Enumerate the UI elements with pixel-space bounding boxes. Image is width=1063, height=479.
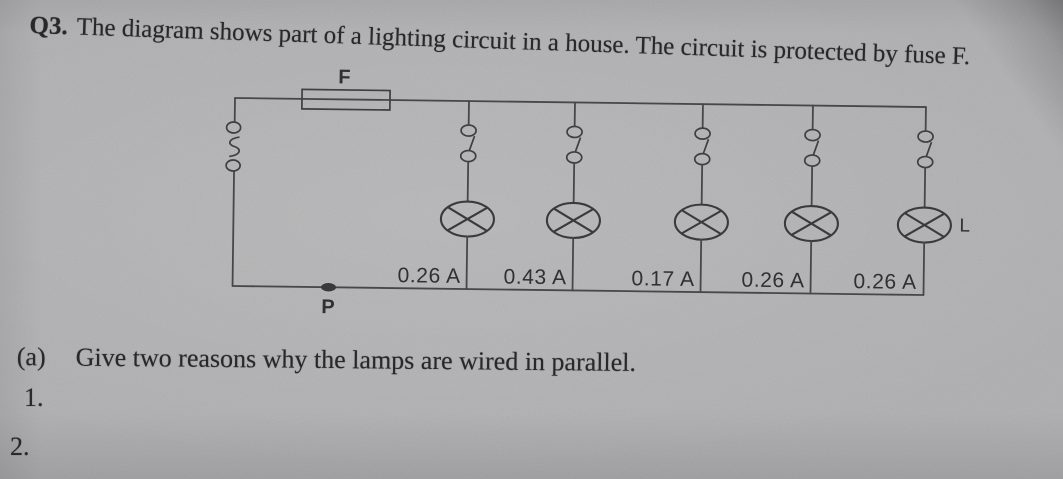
fuse-symbol: F: [301, 66, 391, 111]
switch-terminal: [566, 125, 583, 139]
switch-symbol: [565, 125, 583, 164]
left-wire: [231, 97, 236, 287]
lamp-l-label: L: [959, 215, 970, 236]
part-a-text: Give two reasons why the lamps are wired…: [75, 342, 637, 377]
point-p-label: P: [321, 296, 335, 318]
branch-wire: [809, 240, 813, 295]
switch-terminal: [917, 130, 934, 143]
fuse-rectangle: [301, 88, 391, 111]
top-wire: [234, 97, 927, 108]
lamp-symbol: [673, 203, 729, 241]
branch-wire: [571, 237, 575, 292]
lamp-branch: [896, 106, 952, 296]
switch-symbol: [916, 130, 934, 169]
switch-terminal: [804, 128, 821, 142]
supply-terminal-top: [225, 121, 242, 134]
switch-terminal: [694, 127, 711, 140]
switch-blade: [812, 140, 820, 156]
lamp-branch: [783, 104, 839, 295]
switch-blade: [468, 135, 476, 151]
switch-terminal: [459, 149, 477, 163]
lamp-cross: [553, 207, 594, 234]
bottom-wire: [231, 285, 925, 296]
part-a-question: (a) Give two reasons why the lamps are wi…: [17, 342, 636, 378]
branch-wire: [810, 165, 814, 207]
circuit-wires: [231, 97, 927, 296]
current-label: 0.43 A: [503, 266, 566, 290]
switch-blade: [925, 141, 933, 157]
switch-terminal: [460, 124, 477, 137]
lamp-branch: [673, 103, 729, 294]
lamp-symbol: [439, 200, 495, 238]
lamp-cross: [447, 206, 488, 232]
switch-symbol: [803, 128, 821, 167]
lamp-branch: [439, 100, 495, 290]
branch-wire: [700, 164, 704, 206]
switch-terminal: [803, 154, 821, 167]
lamp-symbol: [896, 206, 952, 244]
branch-wire: [466, 161, 470, 203]
switch-terminal: [693, 152, 711, 166]
answer-line-2: 2.: [10, 432, 30, 461]
branch-wire: [923, 167, 927, 209]
lamp-cross: [791, 210, 832, 237]
supply-terminal-bottom: [225, 159, 241, 172]
point-p-marker: P: [321, 283, 337, 318]
current-label: 0.17 A: [631, 267, 694, 291]
point-p-dot: [321, 283, 337, 292]
switch-symbol: [459, 124, 477, 163]
fuse-label: F: [338, 66, 352, 88]
current-label: 0.26 A: [397, 264, 460, 288]
supply-wavy-line: [229, 136, 240, 158]
lamp-cross: [681, 209, 722, 235]
branch-wire: [922, 241, 926, 296]
switch-terminal: [916, 155, 934, 169]
current-label: 0.26 A: [741, 269, 804, 293]
branch-wire: [572, 162, 576, 204]
switch-blade: [702, 138, 710, 154]
part-a-label: (a): [16, 342, 46, 372]
supply-symbol: [225, 121, 242, 172]
lamp-branch: [545, 101, 601, 292]
switch-symbol: [693, 127, 711, 166]
switch-terminal: [565, 151, 583, 164]
switch-blade: [574, 137, 582, 153]
current-label: 0.26 A: [853, 270, 916, 294]
branch-wire: [465, 235, 469, 290]
lamp-symbol: [783, 205, 839, 243]
branch-wire: [699, 238, 703, 294]
lamp-cross: [904, 212, 945, 238]
lamp-symbol: [545, 201, 601, 239]
answer-line-1: 1.: [24, 383, 44, 412]
